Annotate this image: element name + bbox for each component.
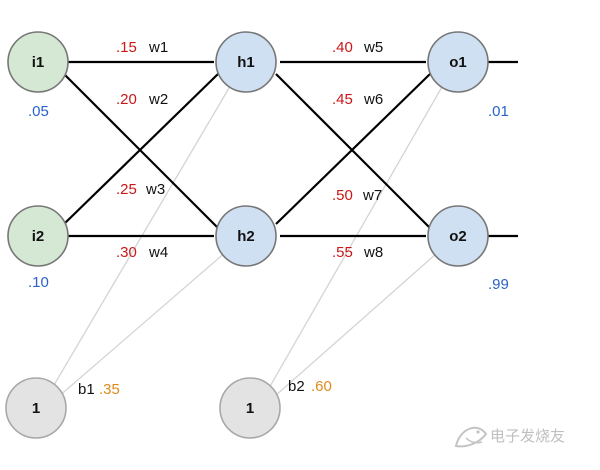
weight-w4-value: .30 xyxy=(116,244,137,261)
input-node-i1: i1 xyxy=(7,31,69,93)
input-i2-value: .10 xyxy=(28,274,49,291)
input-i1-value: .05 xyxy=(28,103,49,120)
weight-w3-value: .25 xyxy=(116,181,137,198)
edge-b2-o1 xyxy=(260,65,455,403)
hidden-node-h2-circle xyxy=(215,205,277,267)
output-node-o2: o2 xyxy=(427,205,489,267)
hidden-node-h1-label: h1 xyxy=(237,54,255,71)
bias-node-b1-circle xyxy=(5,377,67,439)
bias-b2-value: .60 xyxy=(311,378,332,395)
weight-w2-name: w2 xyxy=(148,91,168,108)
weight-w2-value: .20 xyxy=(116,91,137,108)
hidden-node-h2-label: h2 xyxy=(237,228,255,245)
edge-b2-o2 xyxy=(265,237,455,405)
bias-node-b1: 1 xyxy=(5,377,67,439)
bias-node-b2-circle xyxy=(219,377,281,439)
target-o2-value: .99 xyxy=(488,276,509,293)
weight-w1-value: .15 xyxy=(116,39,137,56)
watermark: 电子发烧友 xyxy=(454,426,565,448)
weight-edges xyxy=(63,60,518,238)
weight-labels: .15 w1 .20 w2 .25 w3 .30 w4 .40 w5 .45 w… xyxy=(116,39,383,261)
weight-w5-name: w5 xyxy=(363,39,383,56)
edge-i2-h1 xyxy=(63,73,219,225)
weight-w8-name: w8 xyxy=(363,244,383,261)
weight-w6-value: .45 xyxy=(332,91,353,108)
input-node-i2-circle xyxy=(7,205,69,267)
bias-b1-name: b1 xyxy=(78,381,95,398)
hidden-node-h1: h1 xyxy=(215,31,277,93)
edge-h1-o2 xyxy=(275,73,431,229)
bias-node-b2: 1 xyxy=(219,377,281,439)
edge-b1-h2 xyxy=(49,237,243,405)
output-node-o1-circle xyxy=(427,31,489,93)
weight-w5-value: .40 xyxy=(332,39,353,56)
edge-i1-h2 xyxy=(63,73,219,229)
weight-w7-value: .50 xyxy=(332,187,353,204)
input-node-i1-circle xyxy=(7,31,69,93)
target-o1-value: .01 xyxy=(488,103,509,120)
watermark-text: 电子发烧友 xyxy=(490,427,565,445)
weight-w6-name: w6 xyxy=(363,91,383,108)
bias-b2-name: b2 xyxy=(288,378,305,395)
input-node-i2: i2 xyxy=(7,205,69,267)
weight-w7-name: w7 xyxy=(362,187,382,204)
weight-w3-name: w3 xyxy=(145,181,165,198)
hidden-node-h2: h2 xyxy=(215,205,277,267)
bias-b1-value: .35 xyxy=(99,381,120,398)
edge-b1-h1 xyxy=(43,65,243,403)
output-node-o1: o1 xyxy=(427,31,489,93)
weight-w8-value: .55 xyxy=(332,244,353,261)
fish-logo-icon xyxy=(454,426,488,448)
input-node-i1-label: i1 xyxy=(32,54,45,71)
bias-edges xyxy=(43,65,455,405)
output-node-o2-label: o2 xyxy=(449,228,467,245)
hidden-node-h1-circle xyxy=(215,31,277,93)
bias-node-b1-label: 1 xyxy=(32,400,40,417)
weight-w1-name: w1 xyxy=(148,39,168,56)
output-node-o1-label: o1 xyxy=(449,54,467,71)
output-node-o2-circle xyxy=(427,205,489,267)
edge-h2-o1 xyxy=(275,73,431,225)
weight-w4-name: w4 xyxy=(148,244,168,261)
input-node-i2-label: i2 xyxy=(32,228,45,245)
bias-node-b2-label: 1 xyxy=(246,400,254,417)
